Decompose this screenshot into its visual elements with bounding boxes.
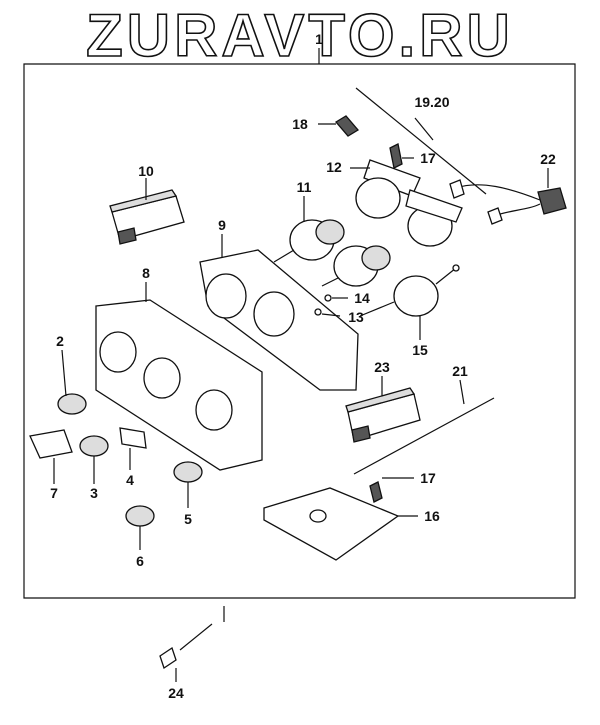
part-7-knob xyxy=(29,429,73,484)
part-22-wiring-harness xyxy=(449,168,567,225)
callout-17-top: 17 xyxy=(420,150,436,166)
part-21-cable xyxy=(353,379,495,475)
part-15-blower-switch xyxy=(359,264,460,340)
callout-4: 4 xyxy=(126,472,134,488)
part-19-20-cable xyxy=(355,87,487,195)
callout-1: 1 xyxy=(315,31,323,47)
callout-2: 2 xyxy=(56,333,64,349)
callout-15: 15 xyxy=(412,342,428,358)
part-12-knob-bracket xyxy=(350,159,463,247)
callout-11: 11 xyxy=(297,179,312,195)
part-4-button xyxy=(119,427,147,470)
part-17-spring-bottom xyxy=(369,477,414,503)
assembly-frame xyxy=(23,48,576,599)
part-16-lever-bracket xyxy=(263,487,418,561)
callout-14: 14 xyxy=(354,290,370,306)
part-2-knob-cap xyxy=(57,349,87,415)
callout-19-20: 19.20 xyxy=(414,94,449,110)
part-9-mounting-frame xyxy=(199,234,359,391)
callout-12: 12 xyxy=(326,159,342,175)
callout-7: 7 xyxy=(50,485,58,501)
part-24-screw xyxy=(159,606,225,682)
callout-16: 16 xyxy=(424,508,440,524)
part-23-connector xyxy=(345,376,421,443)
callout-3: 3 xyxy=(90,485,98,501)
part-10-connector xyxy=(109,178,185,245)
part-6-knob-cap xyxy=(125,505,155,550)
part-8-control-panel-housing xyxy=(95,282,263,471)
callout-21: 21 xyxy=(452,363,468,379)
part-17-spring-top xyxy=(389,143,414,169)
part-13-screw xyxy=(314,308,341,317)
callout-23: 23 xyxy=(374,359,390,375)
callout-9: 9 xyxy=(218,217,226,233)
callout-13: 13 xyxy=(348,309,364,325)
callout-10: 10 xyxy=(138,163,154,179)
callout-5: 5 xyxy=(184,511,192,527)
callout-17-bottom: 17 xyxy=(420,470,436,486)
part-11-rotary-switch xyxy=(273,196,391,287)
callout-18: 18 xyxy=(292,116,308,132)
callout-6: 6 xyxy=(136,553,144,569)
callout-22: 22 xyxy=(540,151,556,167)
callout-8: 8 xyxy=(142,265,150,281)
part-5-knob-cap xyxy=(173,461,203,508)
part-14-screw xyxy=(324,294,348,302)
callout-24: 24 xyxy=(168,685,184,701)
part-18-clip xyxy=(318,115,359,137)
part-3-knob-cap xyxy=(79,435,109,484)
watermark-text: ZURAVTO.RU xyxy=(86,2,514,69)
